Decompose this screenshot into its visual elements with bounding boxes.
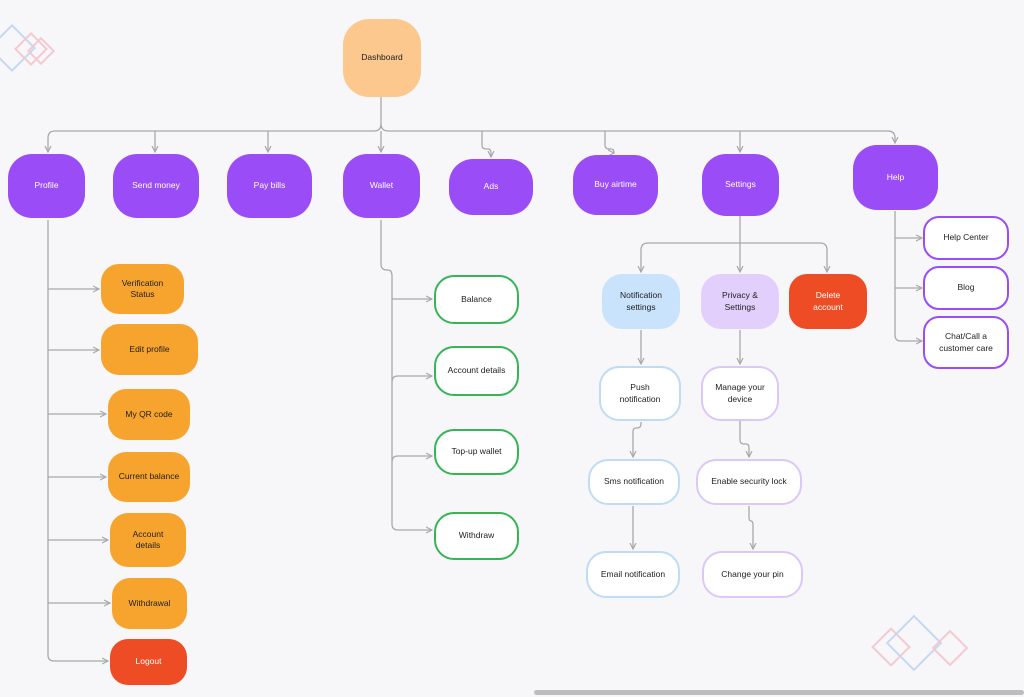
push-notification-node: Push notification	[599, 366, 681, 421]
help-label: Help	[886, 171, 905, 182]
verification-status-label: Verification Status	[121, 277, 164, 299]
decorative-diamonds-bottom-right	[871, 614, 969, 672]
help-center-label: Help Center	[943, 232, 989, 243]
buy-airtime-label: Buy airtime	[594, 179, 637, 190]
ads-node: Ads	[449, 159, 533, 215]
change-pin-node: Change your pin	[702, 551, 803, 598]
buy-airtime-node: Buy airtime	[573, 155, 658, 215]
pay-bills-label: Pay bills	[253, 180, 286, 191]
delete-account-node: Delete account	[789, 274, 867, 329]
withdrawal-label: Withdrawal	[128, 597, 171, 608]
notification-settings-node: Notification settings	[602, 274, 680, 329]
delete-account-label: Delete account	[813, 290, 843, 312]
notification-settings-label: Notification settings	[619, 290, 663, 312]
current-balance-label: Current balance	[118, 471, 180, 482]
withdrawal-node: Withdrawal	[112, 578, 187, 629]
account-details-node: Account details	[110, 513, 186, 567]
sms-notification-node: Sms notification	[588, 459, 680, 505]
topup-wallet-node: Top-up wallet	[434, 429, 519, 475]
send-money-label: Send money	[132, 180, 180, 191]
logout-label: Logout	[135, 656, 162, 667]
send-money-node: Send money	[113, 154, 199, 218]
settings-node: Settings	[702, 154, 779, 216]
blog-node: Blog	[923, 266, 1009, 310]
security-lock-node: Enable security lock	[696, 459, 802, 505]
email-notification-label: Email notification	[600, 568, 666, 579]
edit-profile-node: Edit profile	[101, 324, 198, 375]
chat-call-node: Chat/Call a customer care	[923, 316, 1009, 369]
manage-device-node: Manage your device	[701, 366, 779, 421]
dashboard-label: Dashboard	[361, 52, 403, 63]
chat-call-label: Chat/Call a customer care	[939, 331, 993, 353]
wallet-account-details-node: Account details	[434, 346, 519, 396]
blog-label: Blog	[957, 282, 975, 293]
security-lock-label: Enable security lock	[711, 476, 787, 487]
topup-wallet-label: Top-up wallet	[451, 446, 502, 457]
help-node: Help	[853, 145, 938, 210]
decorative-diamonds-top-left	[0, 23, 56, 73]
account-details-label: Account details	[132, 528, 164, 550]
help-center-node: Help Center	[923, 216, 1009, 260]
pay-bills-node: Pay bills	[227, 154, 312, 218]
profile-label: Profile	[34, 180, 59, 191]
ads-label: Ads	[483, 181, 499, 192]
sms-notification-label: Sms notification	[604, 476, 664, 487]
logout-node: Logout	[110, 639, 187, 685]
change-pin-label: Change your pin	[721, 568, 784, 579]
push-notification-label: Push notification	[619, 382, 661, 404]
manage-device-label: Manage your device	[715, 382, 765, 404]
balance-label: Balance	[461, 293, 492, 304]
privacy-settings-node: Privacy & Settings	[701, 274, 779, 329]
connectors	[48, 97, 922, 661]
privacy-settings-label: Privacy & Settings	[722, 290, 758, 312]
email-notification-node: Email notification	[586, 551, 680, 598]
verification-status-node: Verification Status	[101, 264, 184, 314]
withdraw-node: Withdraw	[434, 512, 519, 560]
edit-profile-label: Edit profile	[129, 343, 170, 354]
my-qr-code-label: My QR code	[125, 408, 173, 419]
wallet-label: Wallet	[369, 180, 394, 191]
dashboard-node: Dashboard	[343, 19, 421, 97]
wallet-account-details-label: Account details	[447, 365, 506, 376]
wallet-node: Wallet	[343, 154, 420, 218]
horizontal-scrollbar[interactable]	[534, 690, 1024, 695]
balance-node: Balance	[434, 275, 519, 324]
current-balance-node: Current balance	[108, 452, 190, 502]
withdraw-label: Withdraw	[458, 530, 495, 541]
profile-node: Profile	[8, 154, 85, 218]
my-qr-code-node: My QR code	[108, 389, 190, 440]
settings-label: Settings	[725, 179, 756, 190]
